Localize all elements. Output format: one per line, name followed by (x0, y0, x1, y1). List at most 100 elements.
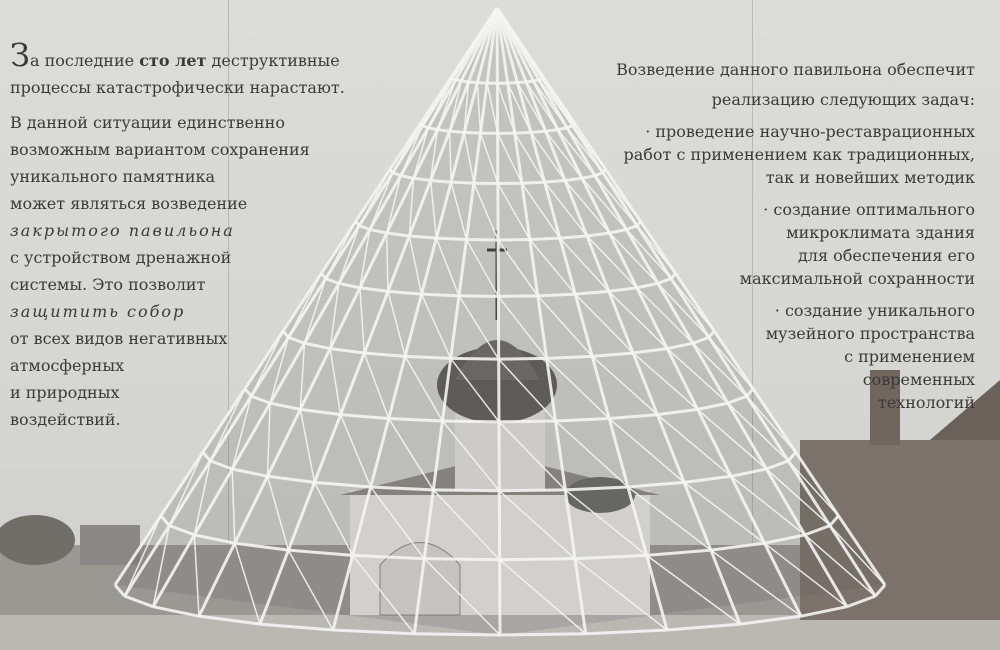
frame-brace (730, 475, 806, 536)
task-line: технологий (877, 393, 975, 412)
heading-line: реализацию следующих задач: (711, 90, 975, 109)
frame-brace (498, 421, 566, 491)
frame-brace (608, 232, 659, 284)
frame-brace (670, 278, 715, 332)
frame-brace (538, 79, 574, 127)
frame-ring (787, 451, 797, 462)
frame-ring (422, 124, 429, 130)
italic-emphasis: закрытого павильона (10, 221, 235, 240)
task-line: современных (862, 370, 975, 389)
frame-ring (530, 129, 546, 134)
frame-ring (458, 294, 499, 298)
frame-ring (525, 79, 534, 84)
frame-ring (288, 548, 353, 557)
frame-ring (468, 80, 478, 85)
frame-ring (514, 130, 532, 135)
frame-ring (585, 628, 668, 636)
frame-ring (846, 594, 876, 609)
intro-line-2: процессы катастрофически нарастают. (10, 78, 345, 97)
frame-brace (358, 169, 391, 226)
tower (870, 370, 900, 445)
frame-brace (586, 235, 638, 289)
frame-ring (231, 467, 268, 478)
frame-brace (152, 525, 171, 607)
frame-ring (300, 407, 341, 417)
frame-ring (409, 234, 437, 240)
frame-brace (412, 127, 429, 179)
house (80, 525, 140, 565)
frame-ring (364, 351, 406, 358)
frame-brace (250, 330, 284, 397)
frame-brace (727, 402, 789, 462)
frame-ring (498, 294, 538, 298)
frame-brace (287, 273, 322, 338)
frame-brace (546, 357, 610, 420)
frame-ring (609, 228, 627, 235)
drop-capital: З (10, 36, 30, 74)
frame-ring (338, 281, 361, 290)
frame-rib (495, 7, 742, 625)
frame-brace (559, 237, 610, 292)
frame-rib (495, 7, 849, 608)
frame-brace (448, 131, 452, 183)
frame-ring (414, 632, 501, 637)
frame-brace (499, 559, 587, 635)
frame-ring (287, 335, 305, 345)
frame-rib (412, 7, 499, 634)
task-line: максимальной сохранности (739, 269, 975, 288)
frame-brace (625, 229, 672, 280)
frame-brace (525, 81, 559, 131)
frame-brace (666, 348, 729, 404)
frame-ring (424, 557, 500, 562)
frame-brace (498, 358, 557, 422)
frame-ring (697, 401, 729, 411)
frame-brace (496, 133, 523, 184)
frame-brace (506, 82, 532, 133)
frame-ring (499, 557, 576, 562)
frame-rib (113, 7, 499, 586)
intro-text: а последние (29, 51, 140, 70)
frame-ring (461, 79, 469, 84)
frame-ring (194, 533, 236, 545)
frame-ring (804, 524, 831, 537)
frame-brace (339, 414, 372, 488)
frame-brace (450, 357, 500, 423)
frame-brace (564, 180, 611, 234)
frame-ring (498, 356, 547, 361)
frame-ring (442, 419, 500, 424)
frame-brace (529, 239, 576, 295)
frame-brace (266, 476, 290, 551)
frame-brace (787, 460, 839, 517)
frame-ring (340, 413, 389, 421)
frame-rib (258, 7, 499, 625)
frame-ring (392, 171, 402, 178)
frame-brace (408, 178, 415, 237)
frame-ring (657, 407, 698, 417)
task-item: · создание уникального музейного простра… (595, 299, 975, 414)
frame-ring (449, 129, 465, 134)
frame-ring (433, 488, 500, 493)
frame-ring (566, 124, 574, 130)
frame-ring (564, 176, 583, 182)
frame-ring (521, 180, 545, 185)
frame-brace (479, 132, 499, 184)
frame-ring (666, 622, 741, 632)
frame-rib (495, 7, 588, 634)
task-line: · создание уникального (774, 301, 975, 320)
frame-ring (124, 594, 154, 609)
frame-brace (545, 130, 583, 179)
frame-brace (193, 534, 200, 617)
intro-bold: сто лет (139, 51, 207, 70)
frame-brace (359, 287, 366, 354)
frame-brace (458, 295, 500, 360)
intro-text: деструктивные (206, 51, 340, 70)
frame-brace (497, 295, 548, 359)
frame-brace (497, 239, 539, 297)
frame-ring (159, 514, 171, 527)
frame-ring (574, 553, 647, 561)
frame-ring (450, 180, 474, 185)
frame-ring (627, 480, 685, 489)
frame-brace (123, 515, 162, 597)
frame-brace (574, 558, 668, 631)
poster-fold-line (752, 0, 753, 650)
